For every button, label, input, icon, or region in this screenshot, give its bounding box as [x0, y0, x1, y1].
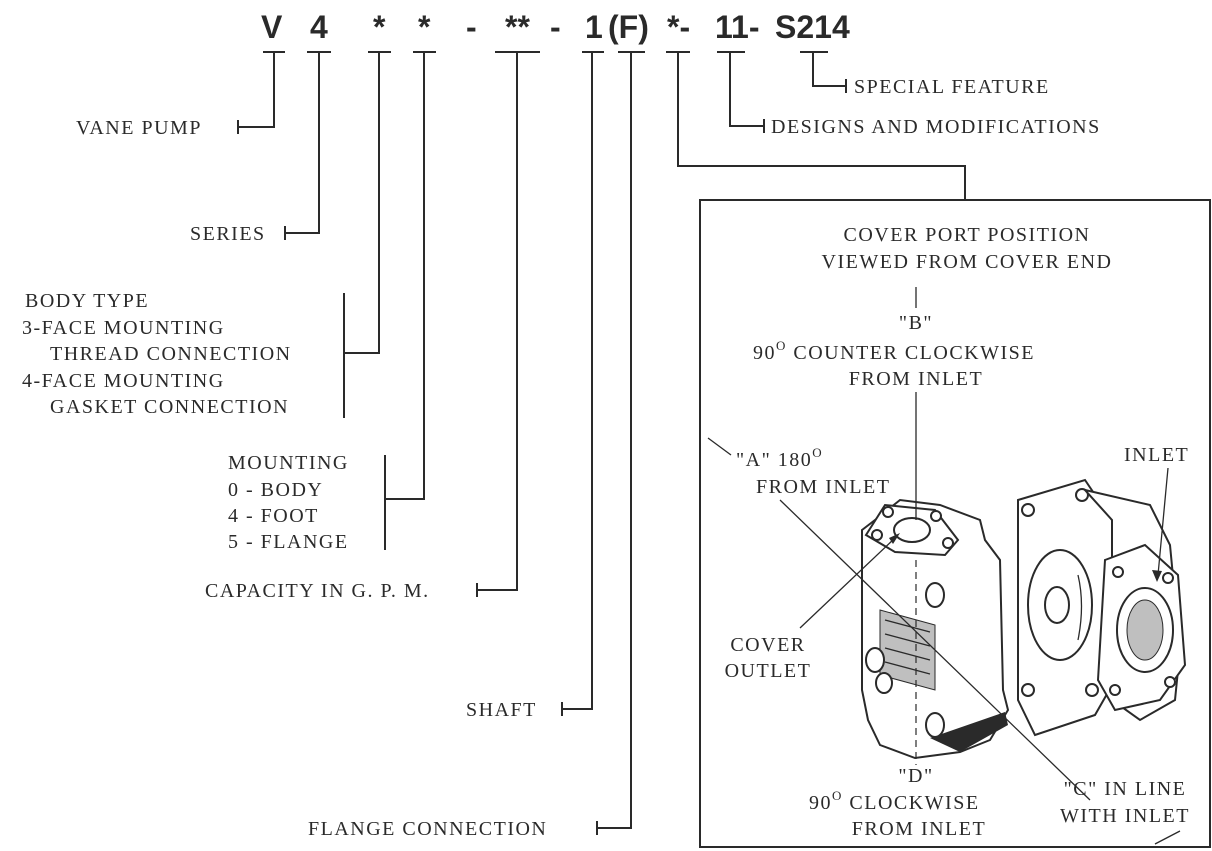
inlet-label: INLET	[1124, 444, 1189, 466]
label-shaft: SHAFT	[466, 699, 537, 721]
port-a-line-1: "A" 180O	[736, 445, 823, 471]
code-series: 4	[310, 9, 328, 45]
label-mounting: MOUNTING 0 - BODY 4 - FOOT 5 - FLANGE	[228, 452, 349, 553]
port-d-degree-sign: O	[832, 788, 843, 803]
port-box-title-line-1: COVER PORT POSITION	[844, 224, 1091, 246]
port-position-box: COVER PORT POSITION VIEWED FROM COVER EN…	[699, 199, 1211, 848]
cover-outlet-leader	[799, 537, 896, 629]
port-c-line-1: "C" IN LINE	[1064, 778, 1187, 800]
port-b-line-2: FROM INLET	[849, 368, 983, 390]
code-dash-2: -	[550, 9, 561, 45]
diagonal-axis	[779, 499, 1091, 801]
port-d-label: "D"	[898, 765, 933, 787]
body-type-option-3: 3-FACE MOUNTING	[22, 317, 225, 339]
port-a-degree-sign: O	[812, 445, 823, 460]
port-d-line-2: FROM INLET	[852, 818, 986, 840]
label-flange-connection: FLANGE CONNECTION	[308, 818, 547, 840]
pump-cover-illustration	[861, 498, 1010, 760]
code-dash-1: -	[466, 9, 477, 45]
body-type-option-4: 4-FACE MOUNTING	[22, 370, 225, 392]
body-type-heading: BODY TYPE	[25, 290, 149, 312]
port-b-label: "B"	[899, 312, 933, 334]
label-vane-pump: VANE PUMP	[76, 117, 202, 139]
pump-body-illustration	[1017, 478, 1187, 737]
mounting-option-5: 5 - FLANGE	[228, 531, 349, 553]
code-mounting: *	[418, 9, 431, 45]
mounting-option-4: 4 - FOOT	[228, 505, 319, 527]
port-d-direction: CLOCKWISE	[843, 792, 980, 814]
body-type-option-4-detail: GASKET CONNECTION	[50, 396, 289, 418]
port-b-degree-sign: O	[776, 338, 787, 353]
port-b-degrees: 90	[753, 342, 776, 364]
code-pump-type: V	[261, 9, 283, 45]
mounting-heading: MOUNTING	[228, 452, 349, 474]
leader-lines	[237, 52, 966, 835]
code-shaft: 1	[585, 9, 603, 45]
code-capacity: **	[505, 9, 530, 45]
model-code: V 4 * * - ** - 1 (F) *- 11- S214	[261, 9, 850, 45]
port-b-direction: COUNTER CLOCKWISE	[787, 342, 1035, 364]
port-box-frame	[699, 199, 1211, 848]
code-special: S214	[775, 9, 850, 45]
port-d-line-1: 90O CLOCKWISE	[809, 788, 980, 814]
port-c-line-2: WITH INLET	[1060, 805, 1190, 827]
label-series: SERIES	[190, 223, 266, 245]
port-b-line-1: 90O COUNTER CLOCKWISE	[753, 338, 1035, 364]
label-designs: DESIGNS AND MODIFICATIONS	[771, 116, 1101, 138]
label-body-type: BODY TYPE 3-FACE MOUNTING THREAD CONNECT…	[22, 290, 292, 418]
port-d-degrees: 90	[809, 792, 832, 814]
port-a-line-2: FROM INLET	[756, 476, 890, 498]
mounting-option-0: 0 - BODY	[228, 479, 323, 501]
code-flange: (F)	[608, 9, 649, 45]
port-a-degrees: "A" 180	[736, 449, 812, 471]
cover-outlet-line-1: COVER	[730, 634, 805, 656]
code-design: 11-	[715, 9, 759, 45]
code-body-type: *	[373, 9, 386, 45]
label-capacity: CAPACITY IN G. P. M.	[205, 580, 430, 602]
code-port-position: *-	[667, 9, 690, 45]
label-special-feature: SPECIAL FEATURE	[854, 76, 1050, 98]
cover-outlet-line-2: OUTLET	[725, 660, 812, 682]
body-type-option-3-detail: THREAD CONNECTION	[50, 343, 292, 365]
port-box-title-line-2: VIEWED FROM COVER END	[822, 251, 1113, 273]
inlet-leader	[1157, 467, 1169, 576]
